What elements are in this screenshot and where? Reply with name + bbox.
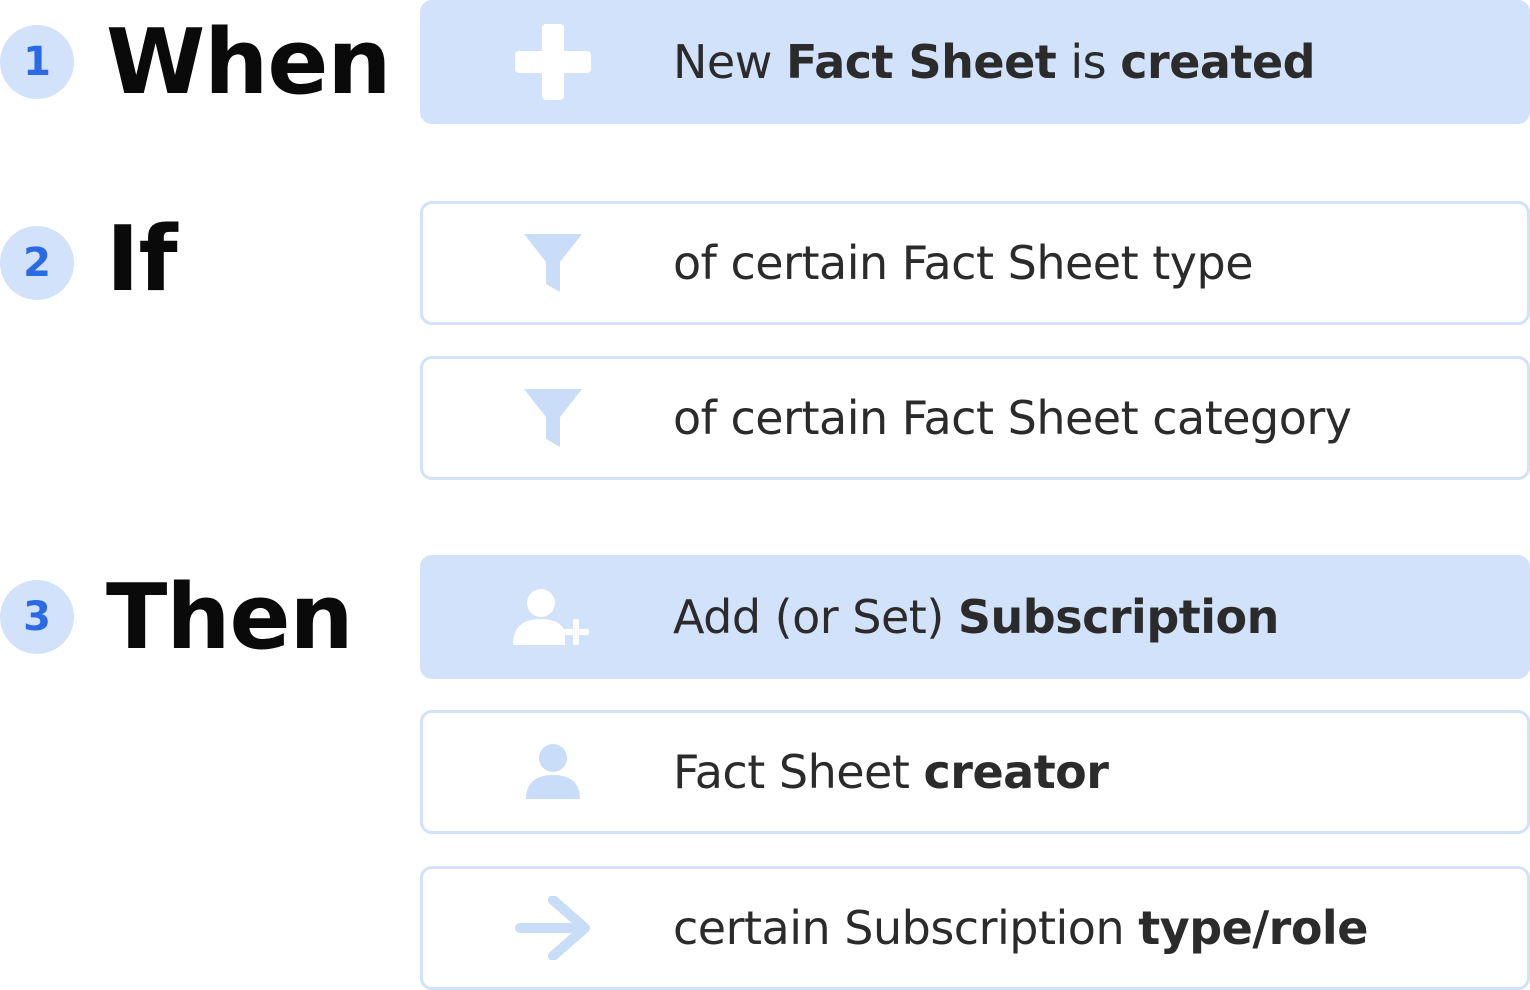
card-text: of certain Fact Sheet category: [673, 391, 1352, 445]
step-heading-then: Then: [106, 565, 354, 670]
filter-icon: [503, 373, 603, 463]
step-heading-when: When: [106, 10, 391, 115]
step-number-badge-3: 3: [0, 580, 74, 654]
card-text: New Fact Sheet is created: [673, 35, 1316, 89]
card-text: Add (or Set) Subscription: [673, 590, 1279, 644]
card-text: Fact Sheet creator: [673, 745, 1109, 799]
action-card-fact-sheet-creator[interactable]: Fact Sheet creator: [420, 710, 1530, 834]
condition-card-fact-sheet-type[interactable]: of certain Fact Sheet type: [420, 201, 1530, 325]
trigger-card-fact-sheet-created[interactable]: New Fact Sheet is created: [420, 0, 1530, 124]
filter-icon: [503, 218, 603, 308]
action-card-add-subscription[interactable]: Add (or Set) Subscription: [420, 555, 1530, 679]
card-text: of certain Fact Sheet type: [673, 236, 1254, 290]
step-number-badge-1: 1: [0, 25, 74, 99]
add-user-icon: [503, 572, 603, 662]
user-icon: [503, 727, 603, 817]
plus-icon: [503, 17, 603, 107]
step-heading-if: If: [106, 207, 178, 312]
arrow-right-icon: [503, 883, 603, 973]
condition-card-fact-sheet-category[interactable]: of certain Fact Sheet category: [420, 356, 1530, 480]
action-card-subscription-type-role[interactable]: certain Subscription type/role: [420, 866, 1530, 990]
card-text: certain Subscription type/role: [673, 901, 1368, 955]
step-number-badge-2: 2: [0, 226, 74, 300]
